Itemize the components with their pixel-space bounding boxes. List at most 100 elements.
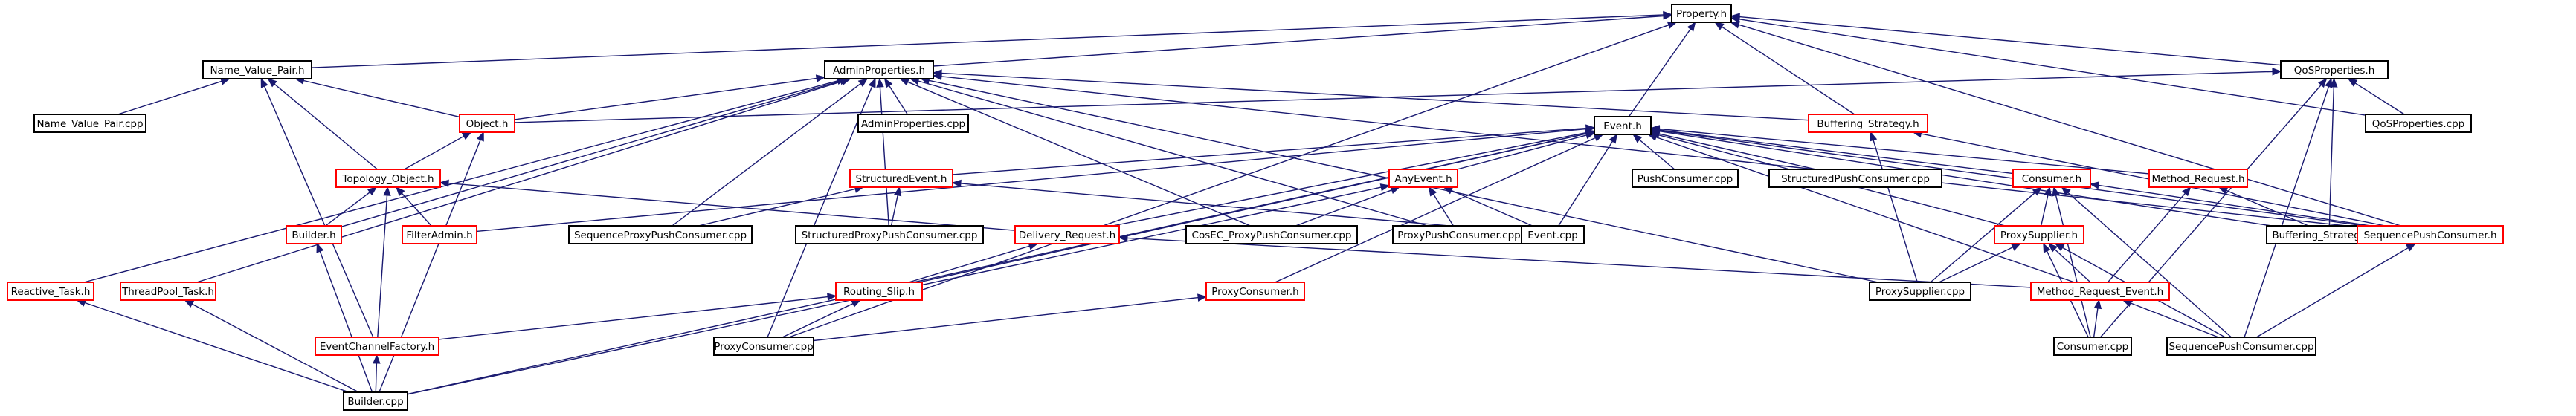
edge-proxypushconsumer_cpp-to-adminproperties_h (918, 80, 1428, 227)
node-box[interactable] (202, 60, 312, 79)
node-box[interactable] (2053, 337, 2132, 356)
node-anyevent-h[interactable]: AnyEvent.h (1388, 169, 1458, 188)
node-event-h[interactable]: Event.h (1594, 116, 1652, 135)
arrowhead-icon (2032, 186, 2043, 196)
node-box[interactable] (2030, 282, 2170, 301)
node-builder-cpp[interactable]: Builder.cpp (343, 391, 408, 411)
node-qosproperties-h[interactable]: QoSProperties.h (2280, 60, 2389, 79)
node-cosec-proxypushconsumer-cpp[interactable]: CosEC_ProxyPushConsumer.cpp (1185, 225, 1358, 244)
node-box[interactable] (1392, 225, 1526, 244)
node-box[interactable] (402, 225, 477, 244)
node-proxyconsumer-h[interactable]: ProxyConsumer.h (1205, 282, 1305, 301)
node-structuredproxypushconsumer-cpp[interactable]: StructuredProxyPushConsumer.cpp (795, 225, 984, 244)
node-box[interactable] (1808, 114, 1928, 133)
edge-structuredevent_h-to-event_h (952, 127, 1587, 175)
node-topology-object-h[interactable]: Topology_Object.h (335, 169, 441, 188)
edge-object_h-to-name_value_pair_h (303, 79, 460, 118)
node-label: AnyEvent.h (1394, 173, 1452, 185)
node-box[interactable] (835, 282, 923, 301)
node-label: StructuredProxyPushConsumer.cpp (802, 230, 978, 241)
node-box[interactable] (1388, 169, 1458, 188)
node-name-value-pair-cpp[interactable]: Name_Value_Pair.cpp (33, 114, 146, 133)
node-box[interactable] (2357, 225, 2504, 244)
node-consumer-cpp[interactable]: Consumer.cpp (2053, 337, 2132, 356)
node-box[interactable] (1869, 282, 1971, 301)
node-label: Topology_Object.h (341, 173, 434, 185)
node-builder-h[interactable]: Builder.h (286, 225, 342, 244)
node-label: QoSProperties.h (2294, 65, 2375, 77)
node-threadpool-task-h[interactable]: ThreadPool_Task.h (120, 282, 216, 301)
edge-method_request_event_h-to-delivery_request_h (1127, 237, 2032, 288)
node-sequenceproxypushconsumer-cpp[interactable]: SequenceProxyPushConsumer.cpp (568, 225, 753, 244)
node-structuredpushconsumer-cpp[interactable]: StructuredPushConsumer.cpp (1768, 169, 1942, 188)
node-method-request-event-h[interactable]: Method_Request_Event.h (2030, 282, 2170, 301)
node-box[interactable] (2365, 114, 2472, 133)
node-box[interactable] (335, 169, 441, 188)
arrowhead-icon (951, 179, 962, 188)
node-property-h[interactable]: Property.h (1671, 4, 1732, 23)
edge-buffering_strategy_h-to-adminproperties_h (941, 72, 1809, 121)
node-box[interactable] (1594, 116, 1652, 135)
node-proxyconsumer-cpp[interactable]: ProxyConsumer.cpp (713, 337, 814, 356)
node-reactive-task-h[interactable]: Reactive_Task.h (7, 282, 94, 301)
node-box[interactable] (7, 282, 94, 301)
arrowhead-icon (851, 299, 862, 308)
node-adminproperties-cpp[interactable]: AdminProperties.cpp (857, 114, 969, 133)
node-box[interactable] (120, 282, 216, 301)
node-sequencepushconsumer-h[interactable]: SequencePushConsumer.h (2357, 225, 2504, 244)
node-box[interactable] (713, 337, 814, 356)
node-qosproperties-cpp[interactable]: QoSProperties.cpp (2365, 114, 2472, 133)
node-box[interactable] (2012, 169, 2091, 188)
node-box[interactable] (1671, 4, 1732, 23)
node-box[interactable] (568, 225, 753, 244)
node-method-request-h[interactable]: Method_Request.h (2148, 169, 2248, 188)
node-structuredevent-h[interactable]: StructuredEvent.h (849, 169, 953, 188)
node-buffering-strategy-h[interactable]: Buffering_Strategy.h (1808, 114, 1928, 133)
arrowhead-icon (1870, 131, 1878, 142)
node-box[interactable] (1521, 225, 1585, 244)
node-consumer-h[interactable]: Consumer.h (2012, 169, 2091, 188)
node-box[interactable] (1205, 282, 1305, 301)
node-box[interactable] (1185, 225, 1358, 244)
node-filteradmin-h[interactable]: FilterAdmin.h (402, 225, 477, 244)
node-box[interactable] (1632, 169, 1739, 188)
edge-sequencepushconsumer_h-to-property_h (1738, 24, 2401, 227)
node-proxysupplier-h[interactable]: ProxySupplier.h (1994, 225, 2084, 244)
node-name-value-pair-h[interactable]: Name_Value_Pair.h (202, 60, 312, 79)
edge-qosproperties_h-to-property_h (1739, 16, 2282, 66)
node-box[interactable] (824, 60, 934, 79)
node-box[interactable] (286, 225, 342, 244)
node-box[interactable] (795, 225, 984, 244)
node-routing-slip-h[interactable]: Routing_Slip.h (835, 282, 923, 301)
arrowhead-icon (2330, 77, 2338, 88)
node-object-h[interactable]: Object.h (459, 114, 515, 133)
node-box[interactable] (857, 114, 969, 133)
node-box[interactable] (2166, 337, 2316, 356)
node-box[interactable] (315, 337, 439, 356)
node-box[interactable] (2280, 60, 2389, 79)
node-box[interactable] (1768, 169, 1942, 188)
node-adminproperties-h[interactable]: AdminProperties.h (824, 60, 934, 79)
node-event-cpp[interactable]: Event.cpp (1521, 225, 1585, 244)
arrowhead-icon (2043, 242, 2051, 253)
node-box[interactable] (459, 114, 515, 133)
node-box[interactable] (849, 169, 953, 188)
node-proxypushconsumer-cpp[interactable]: ProxyPushConsumer.cpp (1392, 225, 1526, 244)
edge-cosec_proxypushconsumer_cpp-to-adminproperties_h (907, 81, 1251, 227)
node-label: FilterAdmin.h (406, 230, 472, 241)
node-pushconsumer-cpp[interactable]: PushConsumer.cpp (1632, 169, 1739, 188)
node-box[interactable] (1994, 225, 2084, 244)
arrowhead-icon (815, 74, 826, 82)
node-label: Event.h (1603, 120, 1642, 132)
node-sequencepushconsumer-cpp[interactable]: SequencePushConsumer.cpp (2166, 337, 2316, 356)
node-box[interactable] (33, 114, 146, 133)
arrowhead-icon (2122, 299, 2133, 308)
edge-sequencepushconsumer_h-to-consumer_h (2098, 184, 2371, 227)
node-delivery-request-h[interactable]: Delivery_Request.h (1014, 225, 1120, 244)
node-eventchannelfactory-h[interactable]: EventChannelFactory.h (315, 337, 439, 356)
node-box[interactable] (1014, 225, 1120, 244)
node-box[interactable] (2148, 169, 2248, 188)
node-proxysupplier-cpp[interactable]: ProxySupplier.cpp (1869, 282, 1971, 301)
node-box[interactable] (343, 391, 408, 411)
